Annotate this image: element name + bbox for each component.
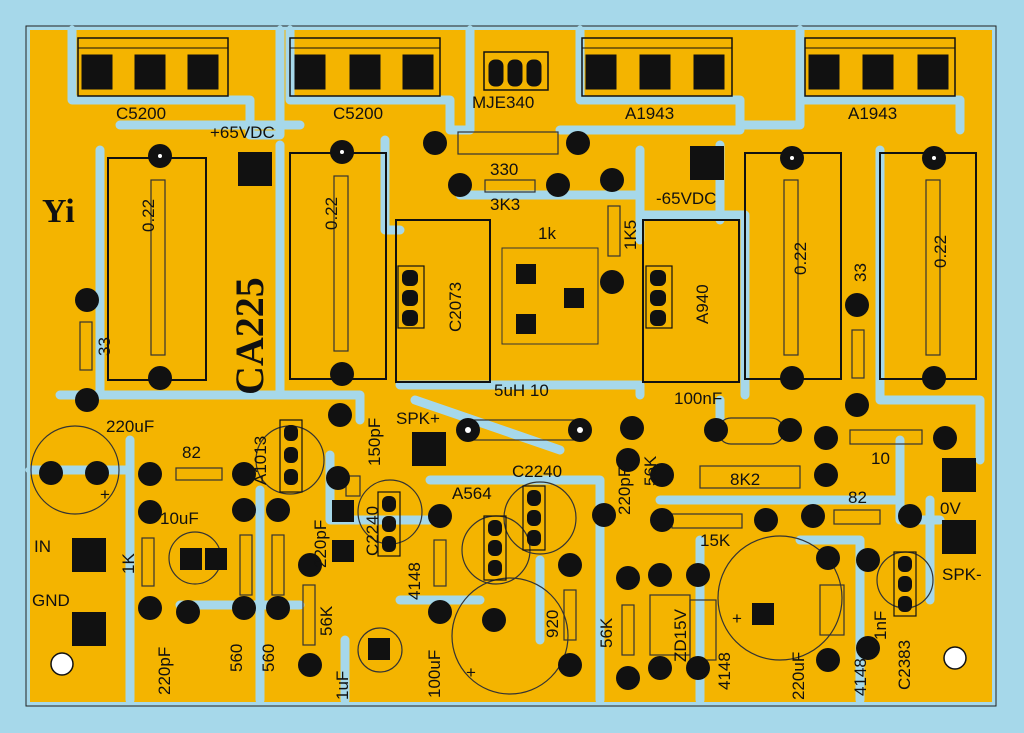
label-r15k: 15K xyxy=(700,531,731,550)
label-c100uf: 100uF xyxy=(425,650,444,698)
label-r82-right: 82 xyxy=(848,488,867,507)
pad-in xyxy=(72,538,106,572)
brand-logo: Yi xyxy=(42,193,75,230)
label-d4148-c: 4148 xyxy=(851,658,870,696)
label-c1nf: 1nF xyxy=(871,611,890,640)
label-inductor: 5uH 10 xyxy=(494,381,549,400)
label-r56k-b: 56K xyxy=(317,605,336,636)
pad-zero-v xyxy=(942,458,976,492)
label-c220uf-right: 220uF xyxy=(789,652,808,700)
label-gnd: GND xyxy=(32,591,70,610)
transistor-a1943-1 xyxy=(581,37,733,97)
label-c5200-2: C5200 xyxy=(333,104,383,123)
label-r560-a: 560 xyxy=(227,644,246,672)
label-zd15v: ZD15V xyxy=(671,608,690,662)
label-r33-right: 33 xyxy=(851,263,870,282)
label-r3k3: 3K3 xyxy=(490,195,520,214)
transistor-mje340 xyxy=(483,51,549,91)
small-transistor-pins xyxy=(279,419,917,617)
label-spk-minus: SPK- xyxy=(942,565,982,584)
label-plus-65vdc: +65VDC xyxy=(210,123,275,142)
label-d4148-a: 4148 xyxy=(405,562,424,600)
label-c2240-top: C2240 xyxy=(512,462,562,481)
label-c2240-left: C2240 xyxy=(363,506,382,556)
label-zero-v: 0V xyxy=(940,499,961,518)
pad-holes xyxy=(158,150,936,433)
svg-text:+: + xyxy=(732,609,742,628)
driver-pins xyxy=(397,265,673,329)
label-r022-1: 0.22 xyxy=(139,199,158,232)
label-r022-4: 0.22 xyxy=(931,235,950,268)
model-label: CA225 xyxy=(227,277,272,395)
label-r33-left: 33 xyxy=(95,337,114,356)
label-c2073: C2073 xyxy=(446,282,465,332)
svg-text:+: + xyxy=(466,663,476,682)
label-d4148-b: 4148 xyxy=(715,652,734,690)
label-spk-plus: SPK+ xyxy=(396,409,440,428)
label-c220pf-mid: 220pF xyxy=(615,467,634,515)
transistor-a1943-2 xyxy=(804,37,956,97)
driver-boxes xyxy=(395,219,740,383)
pad-spk-minus xyxy=(942,520,976,554)
label-c5200-1: C5200 xyxy=(116,104,166,123)
label-r1k-in: 1K xyxy=(119,553,138,574)
label-r022-3: 0.22 xyxy=(791,242,810,275)
label-r56k-c: 56K xyxy=(597,617,616,648)
pad-plus-65vdc xyxy=(238,152,272,186)
label-r022-2: 0.22 xyxy=(322,197,341,230)
label-r56k-a: 56K xyxy=(641,455,660,486)
square-pads xyxy=(72,146,976,660)
label-c150pf: 150pF xyxy=(365,418,384,466)
mounting-hole xyxy=(50,652,74,676)
label-minus-65vdc: -65VDC xyxy=(656,189,716,208)
label-c100nf: 100nF xyxy=(674,389,722,408)
label-a940: A940 xyxy=(693,284,712,324)
label-c220uf-left: 220uF xyxy=(106,417,154,436)
board-outline xyxy=(25,25,997,707)
pad-spk-plus xyxy=(412,432,446,466)
label-r330: 330 xyxy=(490,160,518,179)
label-a1013: A1013 xyxy=(251,436,270,485)
svg-text:+: + xyxy=(100,485,110,504)
resistor-bodies xyxy=(79,131,923,661)
polarity-marks: + + + xyxy=(100,485,742,682)
pad-gnd xyxy=(72,612,106,646)
copper-pour xyxy=(30,30,992,702)
label-r8k2: 8K2 xyxy=(730,470,760,489)
label-r560-b: 560 xyxy=(259,644,278,672)
label-r10: 10 xyxy=(871,449,890,468)
top-transistors xyxy=(77,37,956,97)
label-c220pf-bottom: 220pF xyxy=(155,647,174,695)
pad-minus-65vdc xyxy=(690,146,724,180)
label-in: IN xyxy=(34,537,51,556)
label-r920: 920 xyxy=(543,610,562,638)
label-a564: A564 xyxy=(452,484,492,503)
label-c1uf: 1uF xyxy=(333,671,352,700)
transistor-c5200-2 xyxy=(289,37,441,97)
label-c2383: C2383 xyxy=(895,640,914,690)
transistor-c5200-1 xyxy=(77,37,229,97)
mounting-hole xyxy=(943,646,967,670)
label-mje340: MJE340 xyxy=(472,93,534,112)
emitter-resistor-bodies xyxy=(150,175,941,356)
label-a1943-2: A1943 xyxy=(848,104,897,123)
label-a1943-1: A1943 xyxy=(625,104,674,123)
label-c10uf: 10uF xyxy=(160,509,199,528)
trimmer-pot xyxy=(501,247,599,345)
label-c220pf-v: 220pF xyxy=(311,520,330,568)
label-r82-left: 82 xyxy=(182,443,201,462)
label-pot-1k: 1k xyxy=(538,224,556,243)
label-r1k5: 1K5 xyxy=(621,220,640,250)
mounting-holes xyxy=(50,646,967,676)
